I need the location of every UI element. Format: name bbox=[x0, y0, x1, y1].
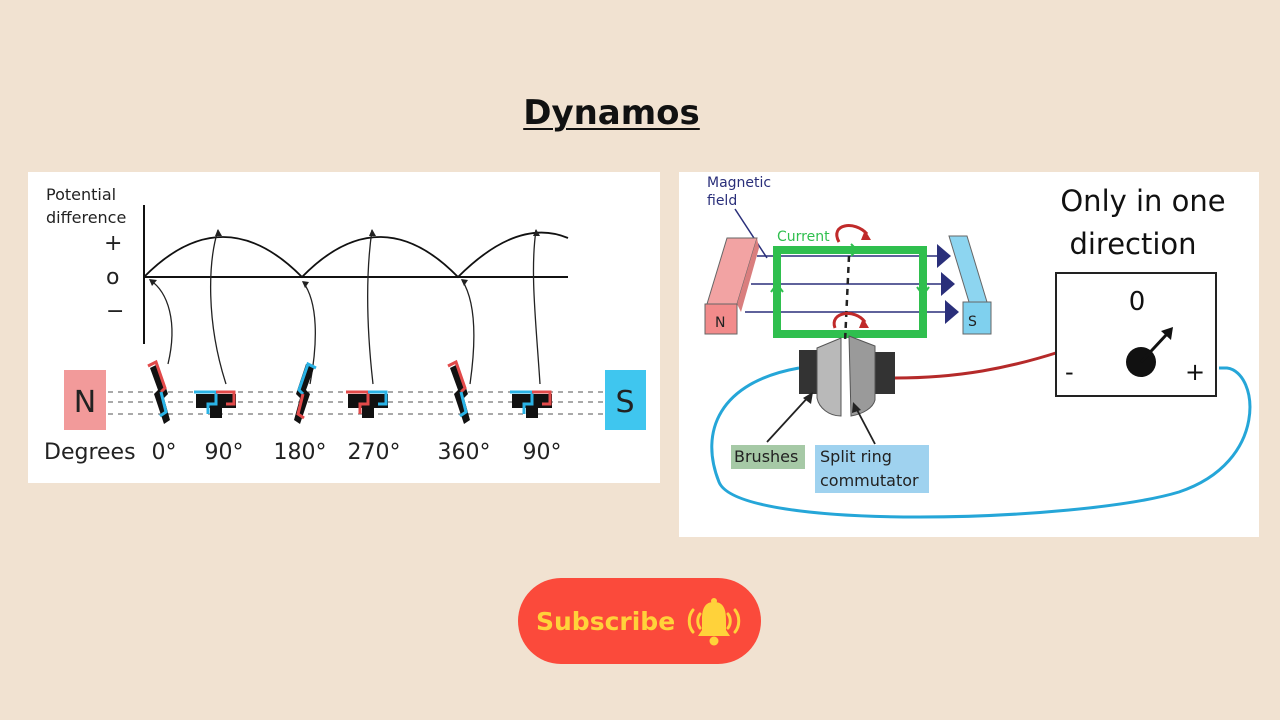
degree-tick: 360° bbox=[438, 440, 491, 465]
y-axis-label-line1: Potential bbox=[46, 185, 116, 204]
south-magnet-label: S bbox=[615, 385, 634, 420]
coil-90deg-a bbox=[194, 390, 236, 418]
rotation-axis bbox=[843, 255, 851, 343]
degree-tick: 270° bbox=[348, 440, 401, 465]
south-magnet bbox=[605, 370, 646, 430]
north-magnet bbox=[64, 370, 106, 430]
pd-graph: Potential difference + o − N S bbox=[44, 185, 646, 465]
direction-text-line2: direction bbox=[1069, 227, 1196, 261]
current-label: Current bbox=[777, 229, 830, 245]
degree-tick: 0° bbox=[152, 440, 177, 465]
magnetic-field-label-line1: Magnetic bbox=[707, 175, 771, 191]
pd-graph-panel: Potential difference + o − N S bbox=[28, 172, 660, 483]
pointer-arrows bbox=[149, 229, 541, 385]
bell-icon bbox=[687, 598, 741, 646]
meter-needle-head bbox=[1161, 327, 1173, 340]
pointer-arrowheads bbox=[149, 229, 540, 288]
split-ring-commutator bbox=[816, 335, 876, 417]
magnetic-field-label-line2: field bbox=[707, 193, 737, 209]
subscribe-button[interactable]: Subscribe bbox=[518, 578, 761, 664]
south-magnet-label: S bbox=[968, 314, 977, 330]
wire-blue bbox=[710, 366, 1252, 519]
commutator-label-box bbox=[815, 445, 929, 493]
north-magnet-label: N bbox=[715, 315, 725, 331]
field-arrowheads bbox=[937, 244, 959, 324]
brushes-label: Brushes bbox=[734, 447, 798, 466]
coil-180deg bbox=[294, 361, 317, 424]
zero-label: o bbox=[106, 265, 119, 290]
y-axis-label-line2: difference bbox=[46, 208, 126, 227]
brush-left bbox=[799, 350, 821, 394]
commutator-label-line1: Split ring bbox=[820, 447, 892, 466]
degree-tick: 90° bbox=[523, 440, 562, 465]
rectified-pd-curve bbox=[143, 231, 569, 279]
meter-plus-label: + bbox=[1185, 358, 1205, 386]
commutator-label-line2: commutator bbox=[820, 471, 919, 490]
brushes-label-box bbox=[731, 445, 805, 469]
coil-360deg bbox=[447, 359, 470, 424]
direction-text-line1: Only in one bbox=[1060, 184, 1225, 218]
plus-label: + bbox=[104, 231, 122, 256]
page-title: Dynamos bbox=[523, 93, 700, 133]
brush-right bbox=[875, 352, 895, 394]
degree-tick: 90° bbox=[205, 440, 244, 465]
rotation-arrow-bottom bbox=[832, 312, 867, 329]
degree-tick: 180° bbox=[274, 440, 327, 465]
label-pointer-heads bbox=[803, 392, 861, 413]
current-direction-arrows bbox=[770, 243, 930, 297]
north-magnet-label: N bbox=[74, 385, 96, 420]
subscribe-label: Subscribe bbox=[536, 606, 676, 636]
dynamo-panel: Magnetic field N S bbox=[679, 172, 1259, 537]
wire-red bbox=[894, 350, 1060, 380]
rotation-arrow-top bbox=[835, 224, 869, 243]
rotation-arrowhead-bottom bbox=[859, 318, 869, 328]
minus-label: − bbox=[106, 299, 124, 324]
coil-90deg-b bbox=[510, 390, 552, 418]
armature-coil bbox=[773, 246, 927, 338]
rotation-arrowhead-top bbox=[861, 230, 871, 240]
coil-0deg bbox=[147, 359, 170, 424]
coil-270deg bbox=[346, 390, 388, 418]
north-magnet bbox=[704, 237, 759, 335]
magnetic-field-pointer bbox=[734, 208, 768, 259]
meter-needle bbox=[1139, 332, 1169, 364]
degrees-label: Degrees bbox=[44, 440, 136, 465]
meter-minus-label: - bbox=[1065, 358, 1074, 386]
meter-zero-label: 0 bbox=[1129, 287, 1146, 317]
dynamo-diagram: Magnetic field N S bbox=[704, 175, 1252, 519]
label-pointers bbox=[766, 393, 876, 445]
south-magnet bbox=[948, 235, 992, 335]
